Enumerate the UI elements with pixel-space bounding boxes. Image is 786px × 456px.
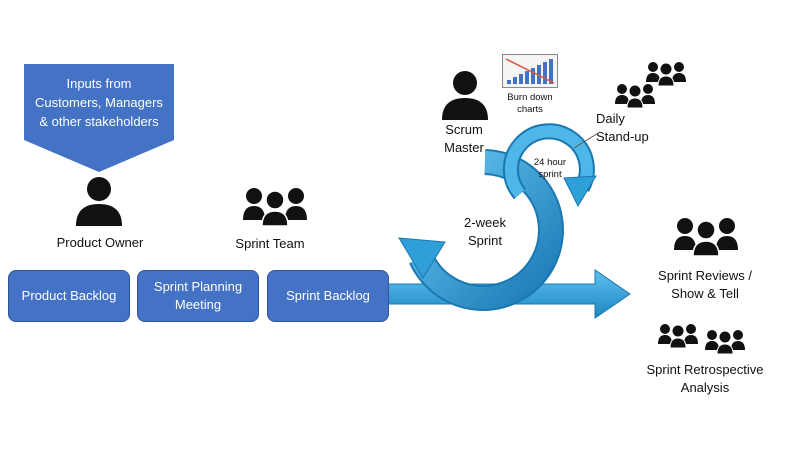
stage-sprint-planning: Sprint Planning Meeting [137,270,259,322]
stage-sprint-backlog: Sprint Backlog [267,270,389,322]
burndown-chart-icon [502,54,558,88]
sprint-review-label: Sprint Reviews / Show & Tell [658,268,752,301]
stage-product-backlog: Product Backlog [8,270,130,322]
product-owner-person-icon [76,177,122,226]
sprint-review-team-icon [674,218,738,257]
standup-team-icon-2 [615,84,655,109]
inputs-callout-shape [24,64,174,172]
hour24-label: 24 hour sprint [533,157,567,180]
daily-cycle-arrow-icon [502,123,597,208]
sprint-cycle-label: 2-week Sprint [464,215,506,248]
product-backlog-label: Product Backlog [21,288,117,303]
standup-connector [573,131,601,149]
retro-team-icon-2 [705,330,745,355]
inputs-callout-text: Inputs from Customers, Managers & other … [35,76,163,129]
scrum-master-label: Scrum Master [444,122,484,155]
scrum-master-person-icon [442,71,488,120]
sprint-retro-label: Sprint Retrospective Analysis [646,362,764,395]
planning-label-2: Meeting [174,297,222,312]
sprint-team-label: Sprint Team [235,236,305,251]
daily-standup-label: Daily Stand-up [596,111,649,144]
sprint-team-icon [243,188,307,227]
planning-label-1: Sprint Planning [153,279,243,294]
sprint-cycle-arrow-icon [398,149,564,311]
sprint-backlog-label: Sprint Backlog [286,288,370,303]
burndown-label: Burn down charts [507,92,553,115]
standup-team-icon-1 [646,62,686,87]
product-owner-label: Product Owner [56,235,144,250]
retro-team-icon-1 [658,324,698,349]
